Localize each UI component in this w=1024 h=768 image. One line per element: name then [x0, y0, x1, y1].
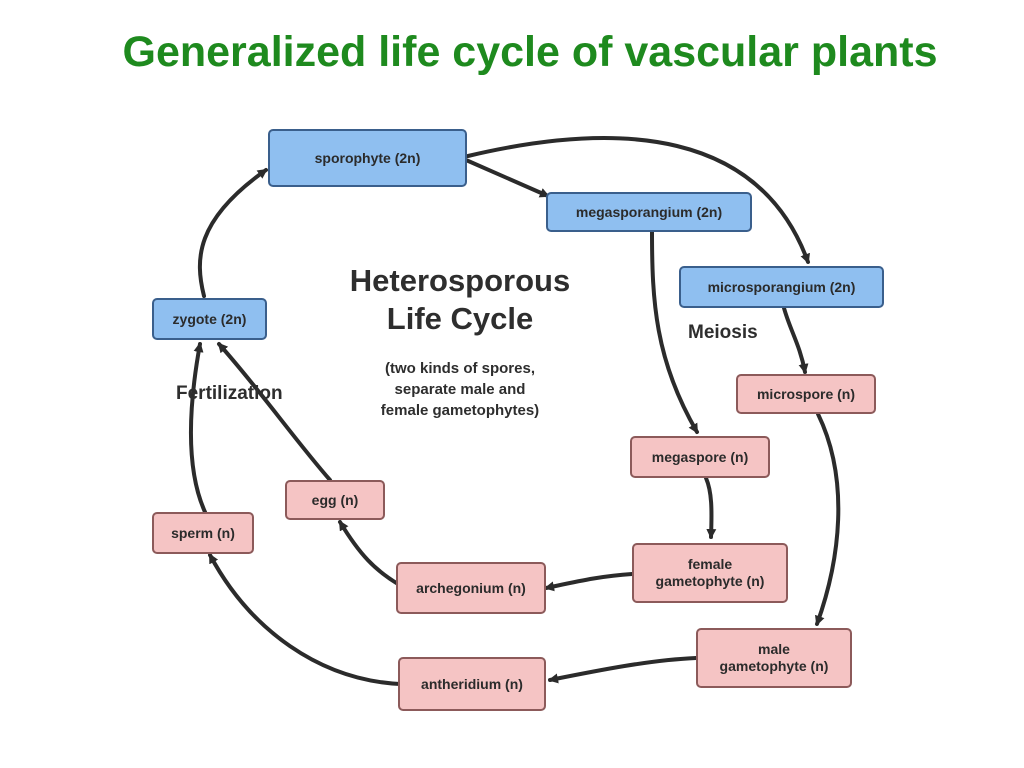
node-megaspore: megaspore (n): [630, 436, 770, 478]
node-egg-label: egg (n): [311, 491, 359, 508]
slide-title: Generalized life cycle of vascular plant…: [122, 28, 938, 76]
node-microsporangium: microsporangium (2n): [679, 266, 884, 308]
node-egg: egg (n): [285, 480, 385, 520]
center-title-line1: Heterosporous: [349, 263, 571, 298]
arrow-megaspore-to-female-gametophyte: [704, 476, 717, 539]
center-subtitle: (two kinds of spores, separate male and …: [330, 358, 590, 421]
node-female-gametophyte: female gametophyte (n): [632, 543, 788, 603]
node-male-gametophyte-line2: gametophyte (n): [719, 658, 829, 674]
node-megaspore-label: megaspore (n): [651, 448, 749, 465]
node-female-gametophyte-line1: female: [687, 556, 733, 573]
node-archegonium-label: archegonium (n): [416, 579, 526, 596]
arrow-sporophyte-to-megasporangium: [464, 158, 550, 198]
node-sperm-label: sperm (n): [171, 524, 235, 541]
node-sporophyte-label: sporophyte (2n): [314, 149, 421, 166]
node-antheridium: antheridium (n): [398, 657, 546, 711]
node-microspore: microspore (n): [736, 374, 876, 414]
arrow-archegonium-to-egg: [338, 520, 400, 586]
center-title-line2: Life Cycle: [386, 301, 534, 336]
arrow-male-gametophyte-to-antheridium: [548, 656, 698, 684]
center-subtitle-line1: (two kinds of spores,: [384, 360, 535, 377]
fertilization-label: Fertilization: [176, 383, 283, 404]
center-title: Heterosporous Life Cycle: [310, 262, 610, 338]
node-female-gametophyte-line2: gametophyte (n): [655, 573, 765, 589]
arrow-antheridium-to-sperm: [208, 553, 402, 686]
arrow-microspore-to-male-gametophyte: [814, 412, 841, 626]
center-subtitle-line2: separate male and: [394, 381, 526, 398]
node-megasporangium: megasporangium (2n): [546, 192, 752, 232]
arrow-zygote-to-sporophyte: [197, 168, 268, 298]
arrow-sporophyte-to-microsporangium: [466, 136, 810, 264]
node-sperm: sperm (n): [152, 512, 254, 554]
node-male-gametophyte: male gametophyte (n): [696, 628, 852, 688]
node-sporophyte: sporophyte (2n): [268, 129, 467, 187]
node-microsporangium-label: microsporangium (2n): [707, 278, 856, 295]
node-megasporangium-label: megasporangium (2n): [575, 203, 723, 220]
arrow-female-gametophyte-to-archegonium: [544, 572, 634, 592]
node-zygote-label: zygote (2n): [172, 310, 247, 327]
arrow-sperm-to-zygote: [188, 342, 207, 514]
arrow-microsporangium-to-microspore: [782, 306, 809, 374]
center-subtitle-line3: female gametophytes): [380, 402, 540, 419]
node-male-gametophyte-line1: male: [758, 641, 790, 658]
node-archegonium: archegonium (n): [396, 562, 546, 614]
node-microspore-label: microspore (n): [756, 385, 855, 402]
node-antheridium-label: antheridium (n): [421, 675, 523, 692]
arrow-megasporangium-to-megaspore: [650, 230, 699, 434]
meiosis-label: Meiosis: [688, 322, 758, 343]
arrow-egg-to-zygote: [217, 342, 332, 482]
node-zygote: zygote (2n): [152, 298, 267, 340]
